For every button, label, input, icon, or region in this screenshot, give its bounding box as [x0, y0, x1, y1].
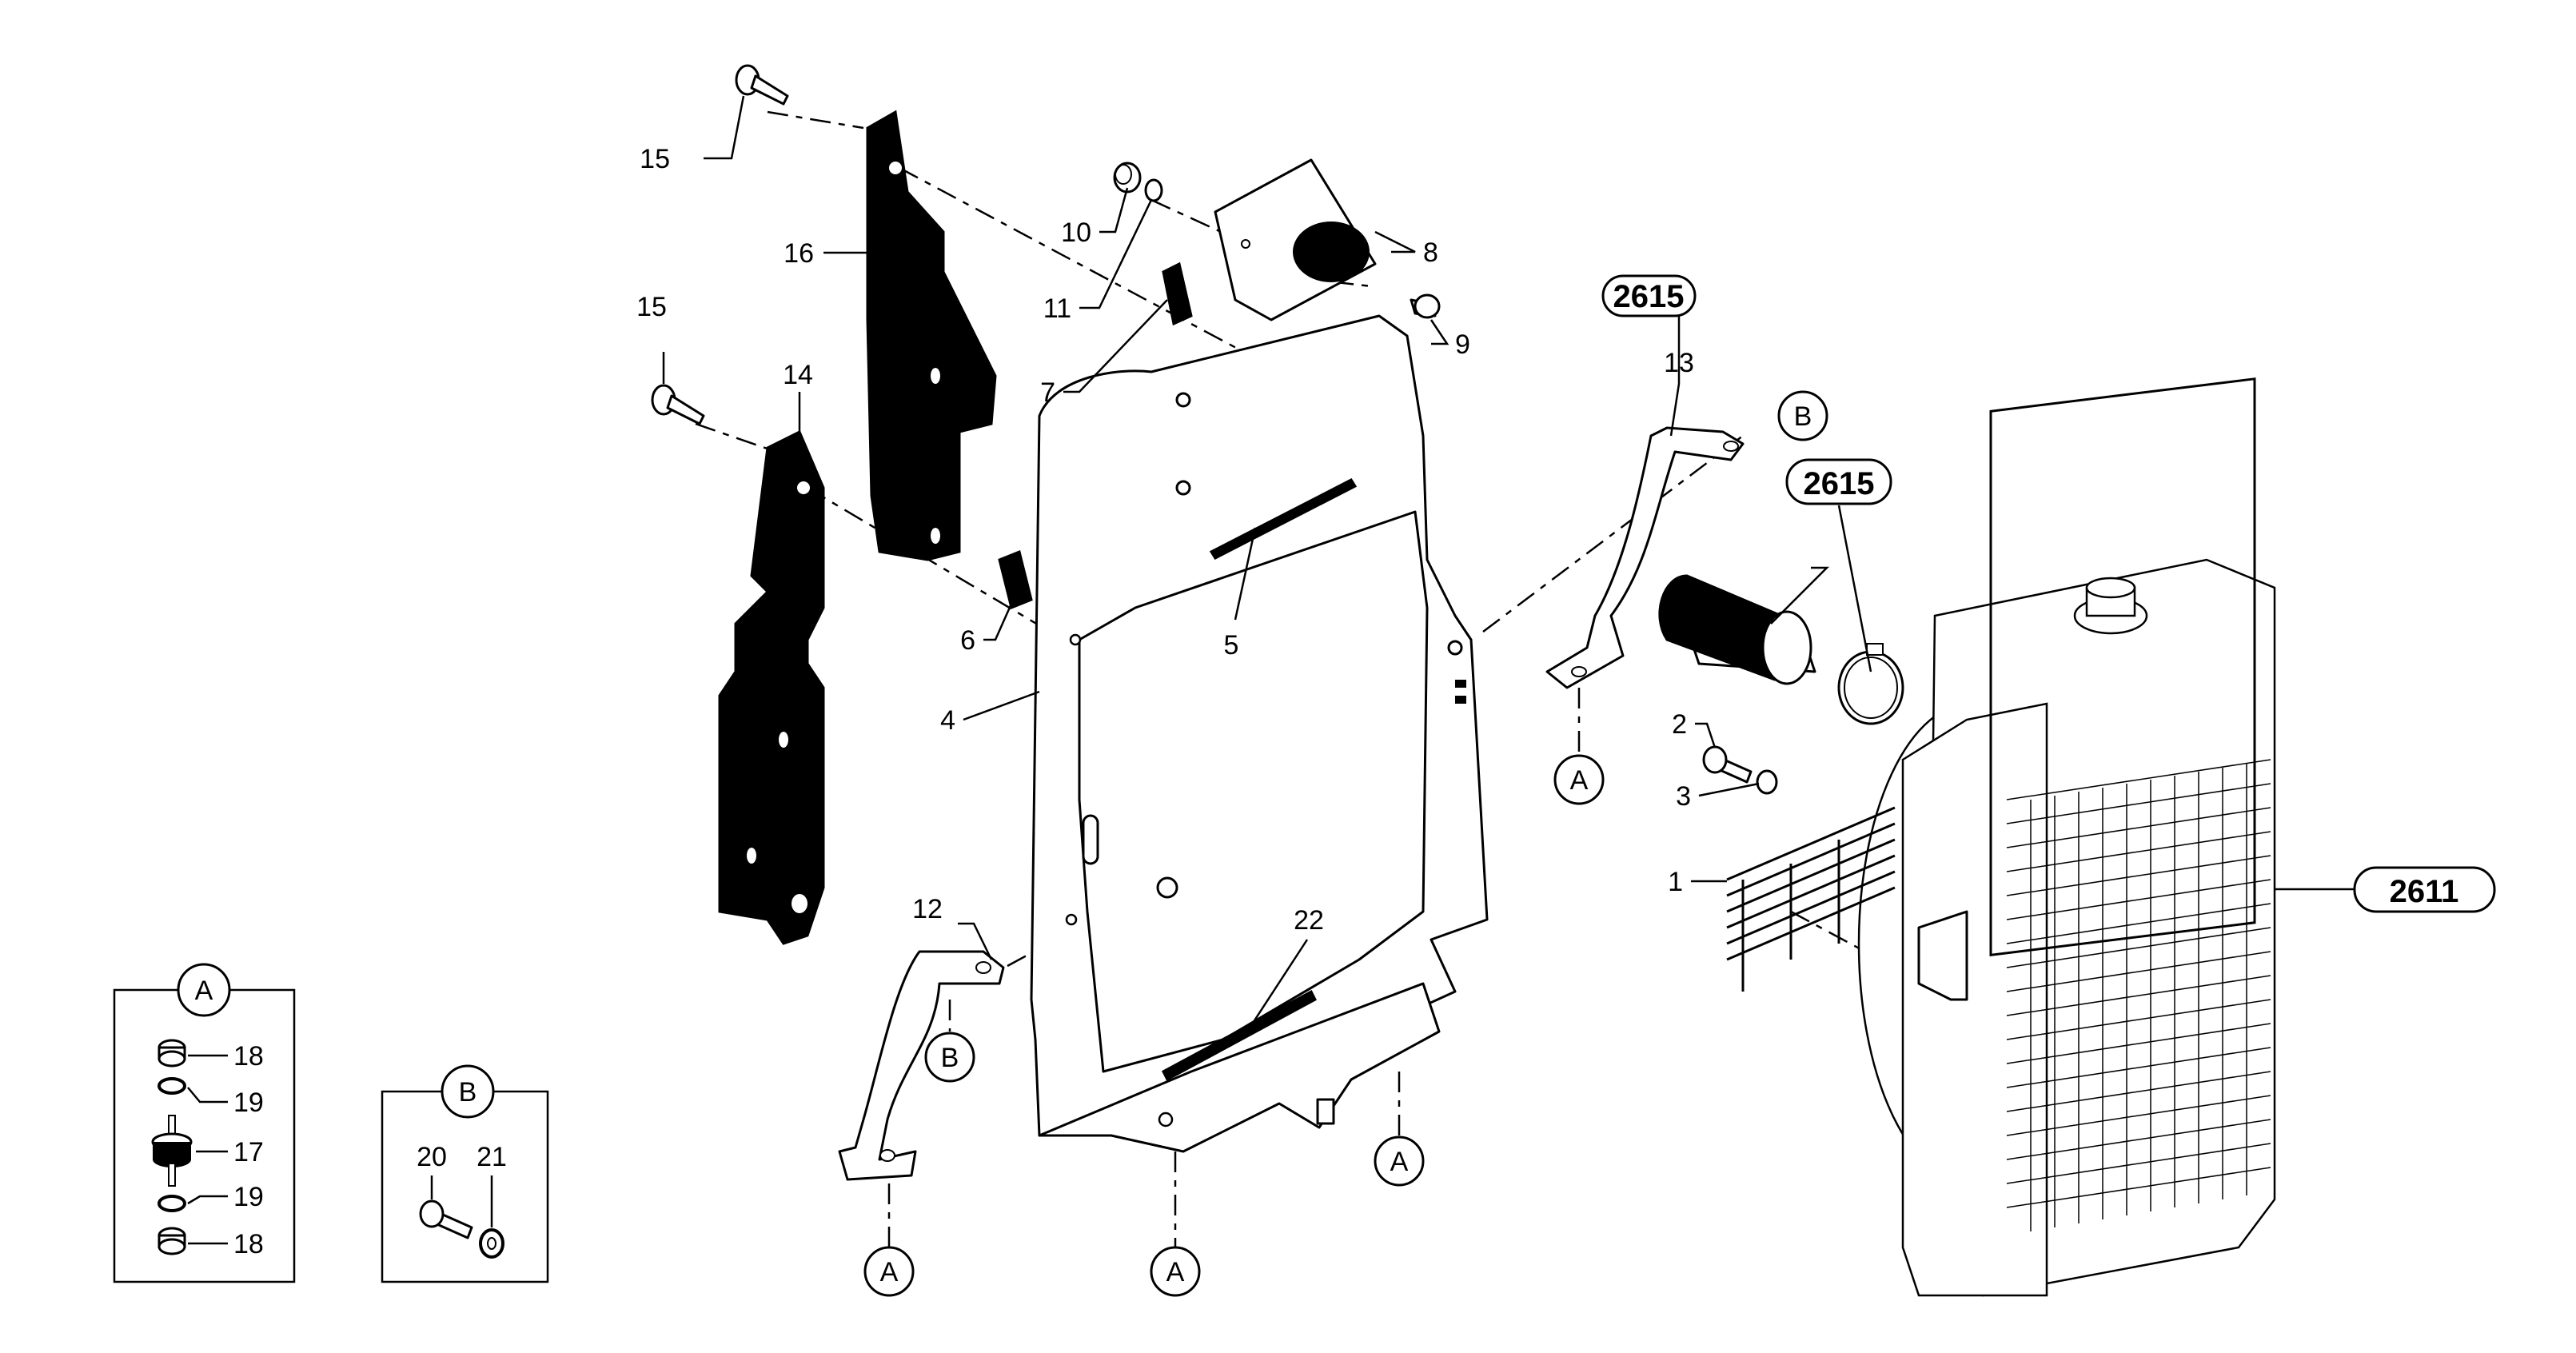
inset-a-mount-17: [151, 1115, 193, 1187]
ref-2615-upper-label: 2615: [1613, 279, 1685, 314]
part-2-bolt: [1702, 745, 1753, 784]
svg-text:A: A: [880, 1257, 899, 1287]
label-12: 12: [912, 894, 943, 924]
callout-b-13: B: [1777, 390, 1828, 441]
part-1-tube-bracket: [1726, 806, 1968, 1001]
ref-2611: 2611: [2353, 866, 2496, 913]
label-15-upper: 15: [640, 144, 670, 174]
label-6: 6: [960, 625, 975, 656]
inset-a-washer-19-top: [158, 1077, 186, 1095]
inset-a-label-17: 17: [233, 1137, 264, 1167]
callout-a-12: A: [863, 1246, 915, 1297]
ref-2615-lower-label: 2615: [1804, 466, 1875, 501]
inset-b-bolt-20: [419, 1199, 473, 1239]
part-14-panel: [718, 429, 825, 945]
inset-a-label-18-bottom: 18: [233, 1229, 264, 1259]
part-7-clip: [1162, 261, 1193, 326]
radiator-assembly: [1857, 377, 2276, 1297]
callout-a-13: A: [1553, 754, 1605, 805]
label-9: 9: [1455, 329, 1470, 360]
part-6-clip: [998, 549, 1033, 610]
inset-a-washer-19-bottom: [158, 1195, 186, 1212]
svg-text:B: B: [941, 1043, 959, 1073]
part-16-panel: [866, 110, 997, 561]
inset-a-nut-18-top: [158, 1039, 186, 1068]
part-10-nut: [1113, 162, 1142, 194]
svg-text:A: A: [1570, 765, 1589, 796]
label-22: 22: [1294, 905, 1324, 936]
ref-2615-lower: 2615: [1785, 458, 1892, 505]
label-11: 11: [1043, 293, 1071, 324]
ref-2611-label: 2611: [2390, 874, 2459, 909]
inset-b-washer-21: [479, 1228, 504, 1259]
ref-2615-upper: 2615: [1601, 274, 1697, 317]
label-10: 10: [1061, 218, 1091, 248]
inset-b-label-21: 21: [477, 1142, 507, 1172]
inset-a-nut-18-bottom: [158, 1227, 186, 1255]
part-13-stay: [1545, 426, 1745, 689]
label-5: 5: [1224, 630, 1239, 661]
label-7: 7: [1040, 377, 1055, 408]
callout-a-frame-bottom: A: [1150, 1246, 1201, 1297]
label-4: 4: [940, 705, 955, 736]
part-12-stay: [838, 950, 1005, 1181]
part-8-plate: [1214, 158, 1377, 321]
inset-a: A 18 19 17 19 18: [113, 963, 296, 1283]
label-3: 3: [1676, 781, 1691, 812]
part-15-screw-lower: [651, 384, 705, 425]
svg-text:B: B: [1794, 401, 1812, 432]
part-labels: 15 16 15 14 10 11 8 9 7 6 4 5 22 12 13 2…: [636, 144, 1694, 936]
label-8: 8: [1423, 237, 1438, 268]
callout-b-12: B: [924, 1032, 975, 1083]
part-5-seal-strip: [1209, 478, 1358, 560]
callout-a-frame-right: A: [1374, 1135, 1425, 1187]
inset-b-label-20: 20: [417, 1142, 447, 1172]
inset-a-label-19-bottom: 19: [233, 1182, 264, 1212]
part-11-washer: [1144, 178, 1163, 202]
label-1: 1: [1668, 867, 1683, 897]
label-16: 16: [784, 238, 814, 269]
part-4-shroud-frame: [1030, 314, 1489, 1153]
label-13: 13: [1664, 348, 1694, 378]
label-15-lower: 15: [636, 292, 667, 322]
part-22-seal-strip: [1162, 989, 1317, 1082]
inset-a-label-18-top: 18: [233, 1041, 264, 1072]
hose-and-clamp: [1658, 574, 1904, 725]
label-14: 14: [783, 360, 813, 390]
leader-lines: [662, 95, 2355, 1032]
inset-a-label-19-top: 19: [233, 1088, 264, 1118]
svg-text:A: A: [1390, 1147, 1409, 1177]
part-15-screw-upper: [735, 64, 789, 106]
part-9-bolt: [1410, 293, 1441, 319]
inset-b: B 20 21: [381, 1064, 549, 1283]
part-3-washer: [1756, 769, 1778, 795]
svg-text:A: A: [1166, 1257, 1185, 1287]
inset-a-title: A: [195, 976, 213, 1006]
inset-b-title: B: [459, 1077, 477, 1108]
label-2: 2: [1672, 709, 1687, 740]
